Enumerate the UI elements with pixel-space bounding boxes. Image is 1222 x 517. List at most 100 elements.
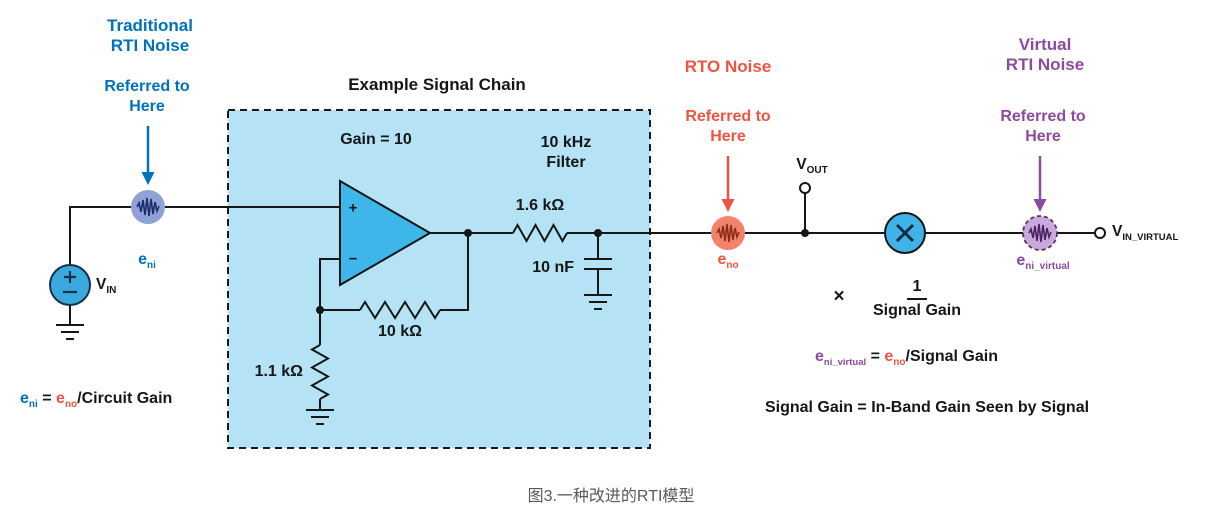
eni-virtual-noise-source (1022, 215, 1058, 251)
traditional-rti-line2: RTI Noise (110, 36, 190, 55)
eni-noise-source (131, 190, 165, 224)
eq-virtual-rhs-base: e (884, 347, 894, 365)
eq-virtual-tail: /Signal Gain (905, 347, 998, 365)
opamp (339, 179, 432, 287)
eq-eni-lhs: eni (20, 389, 38, 411)
referred-arrow-virtual (1033, 156, 1047, 212)
fraction-denominator: Signal Gain (872, 302, 962, 319)
wires (56, 193, 1095, 425)
vin-virtual-label: VIN_VIRTUAL (1112, 223, 1178, 243)
eno-sub: no (726, 260, 739, 272)
filter-label: 10 kHz Filter (541, 133, 592, 173)
referred-arrow-rto (721, 156, 735, 212)
ground-symbol-vin (56, 324, 84, 340)
filter-resistor-label: 1.6 kΩ (515, 197, 565, 214)
input-wire (69, 206, 340, 265)
traditional-referred-line1: Referred to (104, 78, 190, 95)
feedback-resistor-label: 10 kΩ (378, 323, 422, 340)
eq-eni-rhs-sub: no (64, 399, 78, 411)
eno-base: e (717, 250, 727, 268)
eq-virtual-lhs-base: e (815, 347, 824, 365)
vout-label: VOUT (796, 156, 827, 176)
referred-arrow-traditional (141, 126, 155, 185)
eq-eni-rhs: eno (56, 389, 78, 411)
opamp-minus-label: − (348, 250, 358, 268)
ground-symbol-1-1k (306, 409, 334, 425)
gain-resistor-label: 1.1 kΩ (254, 363, 303, 380)
eni-virtual-base: e (1016, 251, 1026, 269)
signal-gain-fraction: 1 Signal Gain (873, 278, 961, 320)
resistor-10k (359, 300, 441, 320)
noise-waveform-icon (716, 223, 740, 243)
traditional-rti-line1: Traditional (107, 16, 193, 35)
feedback-wire (319, 233, 469, 410)
resistor-1-6k (512, 222, 568, 244)
eq-virtual-rhs: eno (884, 347, 906, 369)
vin-label: VIN (96, 276, 116, 296)
filter-line2: Filter (546, 154, 586, 171)
resistor-1-1k (309, 344, 331, 400)
equation-signal-gain: Signal Gain = In-Band Gain Seen by Signa… (764, 399, 1090, 416)
junction-dots (316, 229, 809, 314)
signal-chain-title: Example Signal Chain (348, 75, 526, 94)
vin-virtual-base: V (1112, 222, 1123, 240)
vout-sub: OUT (806, 165, 828, 177)
times-symbol: × (833, 286, 845, 307)
junction-dot (801, 229, 809, 237)
eq-virtual-lhs-sub: ni_virtual (823, 357, 867, 369)
eni-sub: ni (147, 260, 156, 272)
fraction-numerator: 1 (906, 278, 928, 300)
traditional-referred-label: Referred to Here (104, 77, 189, 117)
eq-eni-lhs-base: e (20, 389, 29, 407)
inverting-input-wire (319, 258, 340, 310)
arrowhead-icon (141, 172, 155, 185)
rto-referred-label: Referred to Here (685, 107, 770, 147)
vin-virtual-terminal (1094, 227, 1106, 239)
virtual-rti-line2: RTI Noise (1005, 55, 1085, 74)
vin-source-circle (49, 264, 91, 306)
multiply-icon (895, 223, 915, 243)
opamp-plus-label: + (348, 199, 358, 217)
signal-chain-box (227, 109, 651, 449)
equation-eni: eni = eno/Circuit Gain (20, 390, 172, 410)
traditional-rti-header: Traditional RTI Noise (107, 16, 193, 56)
rto-noise-header: RTO Noise (684, 57, 772, 76)
virtual-referred-line2: Here (1025, 128, 1061, 145)
arrowhead-icon (1033, 199, 1047, 212)
arrowhead-icon (721, 199, 735, 212)
eno-label: eno (717, 250, 738, 276)
filter-capacitor-label: 10 nF (532, 259, 574, 276)
noise-waveform-icon (1028, 223, 1052, 243)
filter-line1: 10 kHz (540, 134, 592, 151)
vin-base: V (96, 275, 107, 293)
rto-referred-line1: Referred to (685, 108, 771, 125)
junction-dot (464, 229, 472, 237)
vout-base: V (796, 155, 807, 173)
eq-eni-lhs-sub: ni (28, 399, 38, 411)
eni-virtual-sub: ni_virtual (1025, 261, 1070, 273)
eq-virtual-rhs-sub: no (893, 357, 906, 369)
vin-source (49, 264, 91, 306)
eni-base: e (138, 250, 148, 268)
rto-referred-line2: Here (710, 128, 746, 145)
eq-virtual-equals: = (866, 347, 885, 365)
traditional-referred-line2: Here (129, 98, 165, 115)
virtual-rti-header: Virtual RTI Noise (1006, 35, 1084, 75)
figure-caption: 图3.一种改进的RTI模型 (527, 488, 695, 505)
virtual-referred-line1: Referred to (1000, 108, 1086, 125)
noise-waveform-icon (136, 197, 160, 217)
eq-eni-tail: /Circuit Gain (77, 389, 173, 407)
virtual-rti-line1: Virtual (1018, 35, 1072, 54)
plus-minus-icon (63, 271, 77, 294)
vout-terminal (799, 182, 811, 194)
multiplier-node (884, 212, 926, 254)
virtual-referred-label: Referred to Here (1000, 107, 1085, 147)
eni-virtual-label: eni_virtual (1016, 251, 1069, 277)
opamp-gain-label: Gain = 10 (340, 131, 412, 148)
ground-symbol-cap (584, 294, 612, 310)
eq-eni-rhs-base: e (56, 389, 65, 407)
eni-label: eni (138, 250, 156, 276)
eq-virtual-lhs: eni_virtual (815, 347, 867, 369)
